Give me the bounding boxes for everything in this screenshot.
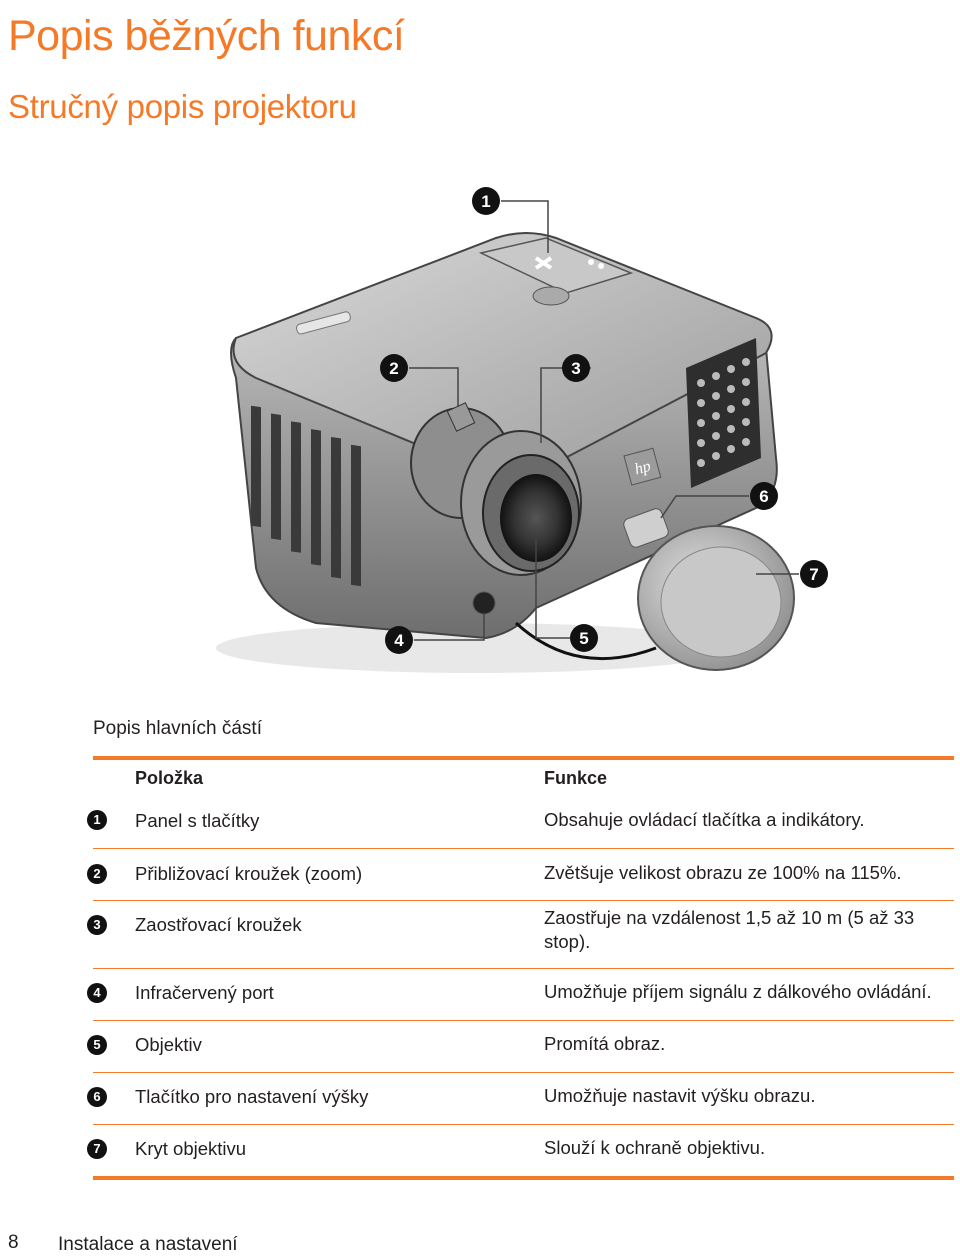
footer-section: Instalace a nastavení — [58, 1234, 238, 1255]
svg-text:6: 6 — [759, 487, 768, 506]
row-function: Umožňuje příjem signálu z dálkového ovlá… — [544, 981, 932, 1002]
svg-text:5: 5 — [579, 629, 588, 648]
row-item: Tlačítko pro nastavení výšky — [135, 1086, 369, 1107]
row-divider — [93, 1124, 954, 1125]
row-function: Slouží k ochraně objektivu. — [544, 1137, 766, 1158]
page-number: 8 — [8, 1232, 19, 1253]
svg-text:4: 4 — [394, 631, 404, 650]
row-item: Zaostřovací kroužek — [135, 914, 302, 935]
table-row: 6 Tlačítko pro nastavení výšky Umožňuje … — [87, 1073, 954, 1124]
callout-3: 3 — [562, 354, 590, 382]
callout-7: 7 — [800, 560, 828, 588]
parts-table: Položka Funkce 1 Panel s tlačítky Obsahu… — [87, 756, 954, 1180]
row-function: Promítá obraz. — [544, 1033, 666, 1054]
row-function: Zaostřuje na vzdálenost 1,5 až 10 m (5 a… — [544, 907, 915, 952]
row-divider — [93, 900, 954, 901]
row-divider — [93, 968, 954, 969]
header-item: Položka — [135, 768, 204, 788]
table-row: 2 Přibližovací kroužek (zoom) Zvětšuje v… — [87, 849, 954, 900]
row-item: Infračervený port — [135, 982, 274, 1003]
svg-text:2: 2 — [389, 359, 398, 378]
table-caption: Popis hlavních částí — [93, 718, 262, 739]
row-number: 7 — [87, 1139, 107, 1159]
page-title: Popis běžných funkcí — [8, 12, 405, 60]
row-number: 3 — [87, 915, 107, 935]
svg-text:3: 3 — [571, 359, 580, 378]
header-function: Funkce — [544, 768, 608, 788]
row-function: Zvětšuje velikost obrazu ze 100% na 115%… — [544, 862, 902, 883]
hp-logo: hp — [633, 458, 653, 479]
table-header: Položka Funkce — [93, 760, 954, 796]
page-subtitle: Stručný popis projektoru — [8, 88, 357, 125]
row-number: 6 — [87, 1087, 107, 1107]
callout-5: 5 — [570, 624, 598, 652]
row-number: 2 — [87, 864, 107, 884]
row-function: Obsahuje ovládací tlačítka a indikátory. — [544, 809, 865, 830]
row-divider — [93, 1020, 954, 1021]
row-number: 5 — [87, 1035, 107, 1055]
row-divider — [93, 848, 954, 849]
row-number: 1 — [87, 810, 107, 830]
row-item: Přibližovací kroužek (zoom) — [135, 863, 363, 884]
callout-1: 1 — [472, 187, 500, 215]
callout-2: 2 — [380, 354, 408, 382]
row-function: Umožňuje nastavit výšku obrazu. — [544, 1085, 816, 1106]
callout-6: 6 — [750, 482, 778, 510]
svg-text:7: 7 — [809, 565, 818, 584]
svg-text:1: 1 — [481, 192, 490, 211]
table-row: 1 Panel s tlačítky Obsahuje ovládací tla… — [87, 796, 954, 848]
row-item: Kryt objektivu — [135, 1138, 247, 1159]
table-bottom-rule — [93, 1176, 954, 1180]
table-row: 5 Objektiv Promítá obraz. — [87, 1021, 954, 1072]
callout-4: 4 — [385, 626, 413, 654]
table-row: 4 Infračervený port Umožňuje příjem sign… — [87, 969, 954, 1020]
projector-illustration: hp 1 2 3 4 5 6 7 — [216, 187, 828, 673]
table-row: 7 Kryt objektivu Slouží k ochraně objekt… — [87, 1125, 954, 1176]
row-item: Panel s tlačítky — [135, 810, 260, 831]
row-number: 4 — [87, 983, 107, 1003]
row-item: Objektiv — [135, 1034, 202, 1055]
table-top-rule — [93, 756, 954, 760]
table-row: 3 Zaostřovací kroužek Zaostřuje na vzdál… — [87, 901, 954, 968]
row-divider — [93, 1072, 954, 1073]
